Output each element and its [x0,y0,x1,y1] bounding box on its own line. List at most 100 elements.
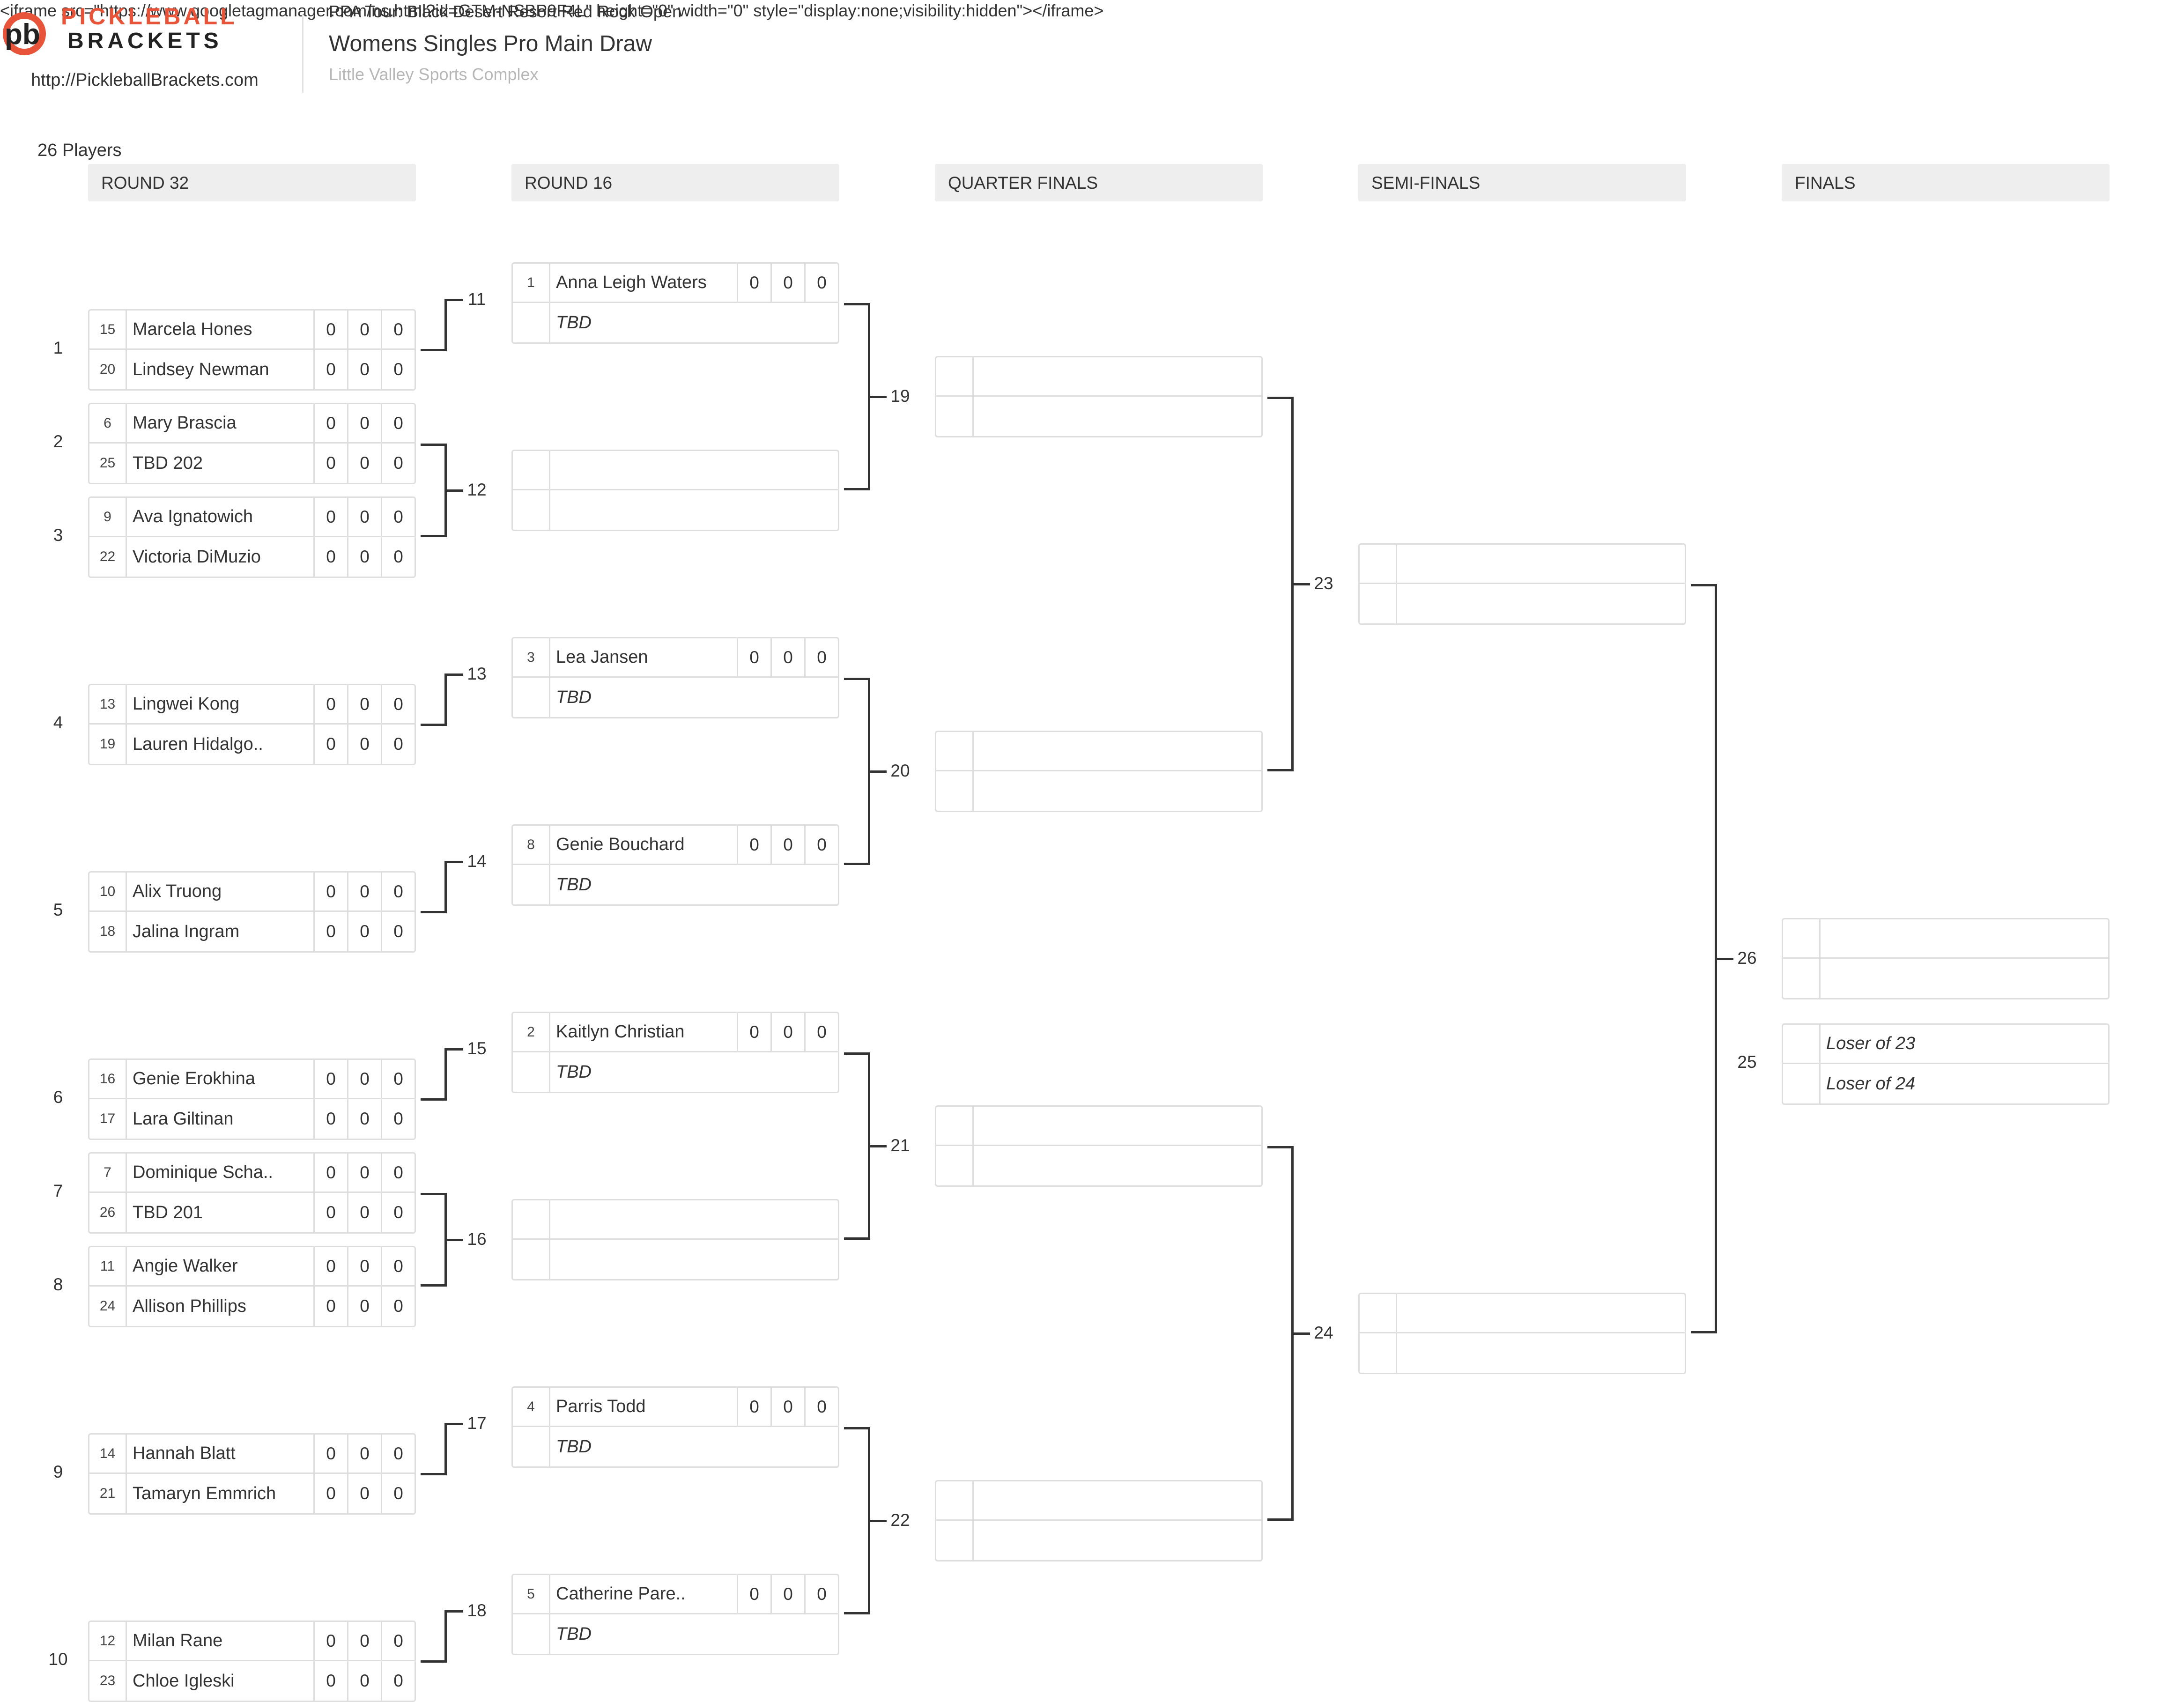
sf-match[interactable] [1358,1293,1686,1374]
player-name: Allison Phillips [133,1296,246,1316]
match-player-row[interactable] [936,1146,1261,1185]
player-name: TBD [556,1624,592,1644]
match-player-row[interactable] [513,1240,838,1279]
qf-match[interactable] [935,1480,1263,1561]
match-player-row[interactable] [1360,545,1685,584]
match-player-row[interactable]: TBD [513,1614,838,1654]
game-score: 0 [313,1247,347,1285]
player-seed [1360,545,1397,583]
pickleball-brackets-logo[interactable]: pb PICKLEBALL BRACKETS [0,3,253,59]
connector-out [1291,1332,1310,1335]
final-match[interactable] [1782,918,2110,999]
round-header-finals: FINALS [1782,164,2110,201]
match-player-row[interactable] [936,732,1261,771]
player-name: Genie Erokhina [133,1069,255,1088]
r16-match[interactable] [511,1199,839,1280]
player-seed [1360,1333,1397,1373]
match-player-row[interactable] [513,1200,838,1240]
match-player-row[interactable] [513,490,838,530]
player-name: TBD [556,1062,592,1082]
match-player-row[interactable] [1360,584,1685,623]
r32-match-number: 8 [53,1275,63,1294]
connector-stub [421,1473,447,1475]
match-player-row[interactable] [1783,959,2108,998]
game-score: 0 [804,826,838,864]
player-seed [1783,959,1821,998]
player-seed: 13 [89,685,127,723]
match-player-row[interactable] [936,771,1261,811]
sf-match[interactable] [1358,543,1686,625]
player-seed: 19 [89,725,127,764]
match-player-row[interactable] [936,1521,1261,1560]
qf-match[interactable] [935,1105,1263,1187]
match-player-row[interactable] [1360,1294,1685,1333]
qf-match[interactable] [935,356,1263,437]
match-player-row[interactable] [936,1107,1261,1146]
site-url-link[interactable]: http://PickleballBrackets.com [31,70,259,90]
player-name: Dominique Scha.. [133,1162,273,1182]
player-seed: 24 [89,1287,127,1326]
match-player-row[interactable]: TBD [513,1052,838,1092]
match-player-row[interactable] [936,357,1261,397]
match-player-row[interactable] [936,1481,1261,1521]
match-player-row[interactable] [936,397,1261,436]
player-name: Tamaryn Emmrich [133,1483,276,1503]
r16-match[interactable] [511,450,839,531]
match-player-row[interactable]: TBD [513,865,838,904]
qf-match[interactable] [935,731,1263,812]
match-player-row[interactable]: TBD [513,678,838,717]
round-header-r16: ROUND 16 [511,164,839,201]
match-player-row[interactable] [1783,919,2108,959]
match-player-row[interactable]: TBD [513,303,838,342]
match-player-row[interactable]: Loser of 24 [1783,1064,2108,1103]
match-player-row[interactable] [513,451,838,490]
match-player-row[interactable]: TBD [513,1427,838,1466]
match-player-row[interactable]: Loser of 23 [1783,1025,2108,1064]
player-seed: 26 [89,1193,127,1232]
match-player-row[interactable] [1360,1333,1685,1373]
